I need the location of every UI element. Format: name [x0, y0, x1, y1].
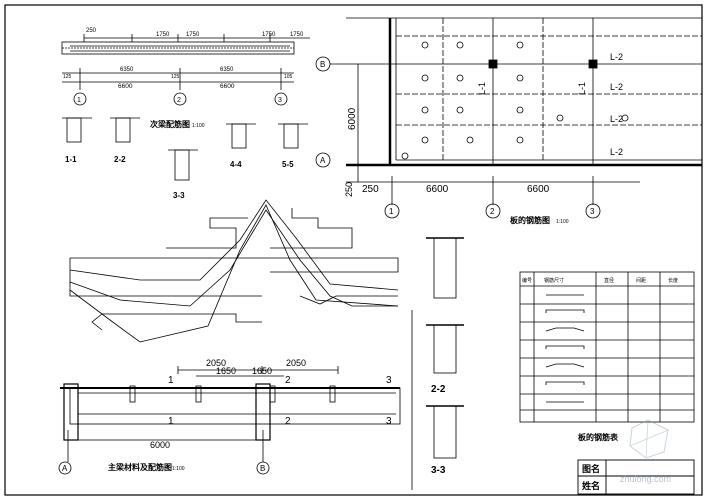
title-block-label-drawing-name: 图名 [582, 463, 600, 474]
title-block-label-name: 姓名 [581, 480, 600, 491]
beam-label-l1-b: L-1 [577, 82, 587, 95]
watermark-text: zhulong.com [620, 474, 671, 484]
sec-beam-span-0: 6600 [118, 83, 133, 90]
slab-plan-title: 板的钢筋图 [510, 215, 550, 225]
title-block [577, 459, 695, 495]
main-beam-dim-1: 2050 [286, 358, 306, 368]
cut-mark-3-bottom: 3 [386, 416, 392, 427]
sec-beam-top-dim-1: 1750 [156, 32, 170, 38]
slab-dim-x-1: 6600 [426, 184, 449, 195]
slab-axis-2: 2 [490, 207, 495, 216]
beam-label-l2-3: L-2 [610, 147, 623, 157]
section-label-1-1: 1-1 [65, 155, 77, 164]
sec-beam-top-dim-2: 1750 [186, 32, 200, 38]
cut-mark-3-top: 3 [386, 375, 392, 386]
section-label-3-3: 3-3 [173, 191, 185, 200]
section-label-4-4: 4-4 [230, 160, 242, 169]
main-beam-span: 6000 [150, 440, 170, 450]
sec-beam-top-dim-3: 1750 [262, 32, 276, 38]
beam-label-l1-a: L-1 [477, 82, 487, 95]
main-beam-drawing [58, 366, 401, 475]
rebar-table-header-0: 编号 [522, 277, 532, 284]
main-beam-axis-a: A [62, 464, 68, 473]
beam-label-l2-0: L-2 [610, 52, 623, 62]
sheet-border [4, 4, 703, 496]
slab-dim-x-0: 250 [362, 184, 379, 195]
slab-dim-edge: 250 [344, 182, 354, 197]
slab-axis-a: A [320, 156, 326, 165]
rebar-table [519, 271, 695, 423]
main-beam-scale: 1:100 [172, 466, 185, 472]
slab-axis-1: 1 [389, 207, 394, 216]
rebar-table-header-1: 钢筋尺寸 [544, 277, 564, 284]
main-beam-title: 主梁材料及配筋图 [108, 462, 172, 472]
cut-mark-2-bottom: 2 [285, 416, 291, 427]
slab-axis-b: B [320, 60, 325, 69]
sec-beam-bottom-dim-0: 125 [63, 74, 72, 80]
sec-beam-bottom-dim-2: 125 [171, 74, 180, 80]
main-section-2-2: 2-2 [431, 384, 446, 395]
sec-beam-axis-2: 2 [177, 97, 181, 104]
cut-mark-1-top: 1 [168, 375, 174, 386]
rebar-table-title: 板的钢筋表 [578, 432, 619, 442]
section-label-5-5: 5-5 [282, 160, 294, 169]
slab-dim-x-2: 6600 [527, 184, 550, 195]
main-beam-sections [411, 237, 464, 490]
main-section-3-3: 3-3 [431, 465, 446, 476]
sec-beam-top-dim-0: 250 [86, 28, 97, 34]
slab-plan-drawing [315, 17, 702, 219]
main-beam-dim-3: 1650 [252, 366, 272, 376]
rebar-table-header-3: 间距 [636, 277, 646, 284]
secondary-beam-drawing [61, 34, 310, 181]
sec-beam-bottom-dim-1: 6350 [120, 67, 134, 73]
main-beam-dim-0: 2050 [206, 358, 226, 368]
section-label-2-2: 2-2 [114, 155, 126, 164]
sec-beam-axis-1: 1 [77, 97, 81, 104]
main-beam-dim-2: 1650 [216, 366, 236, 376]
sec-beam-title: 次梁配筋图 [150, 119, 190, 129]
main-beam-axis-b: B [260, 464, 265, 473]
rebar-table-header-2: 直径 [604, 277, 614, 284]
sec-beam-bottom-dim-4: 105 [284, 74, 293, 80]
watermark-logo [629, 419, 669, 459]
sec-beam-top-dim-4: 1750 [290, 32, 304, 38]
sec-beam-bottom-dim-3: 6350 [220, 67, 234, 73]
beam-label-l2-2: L-2 [610, 114, 623, 124]
beam-label-l2-1: L-2 [610, 82, 623, 92]
slab-axis-3: 3 [590, 207, 595, 216]
rebar-table-header-4: 长度 [668, 277, 678, 284]
material-diagram [69, 199, 399, 343]
sec-beam-axis-3: 3 [278, 97, 282, 104]
slab-dim-y: 6000 [347, 107, 358, 130]
slab-plan-scale: 1:100 [556, 219, 569, 225]
cut-mark-1-bottom: 1 [168, 416, 174, 427]
sec-beam-scale: 1:100 [192, 123, 205, 129]
sec-beam-span-1: 6600 [220, 83, 235, 90]
cut-mark-2-top: 2 [285, 375, 291, 386]
